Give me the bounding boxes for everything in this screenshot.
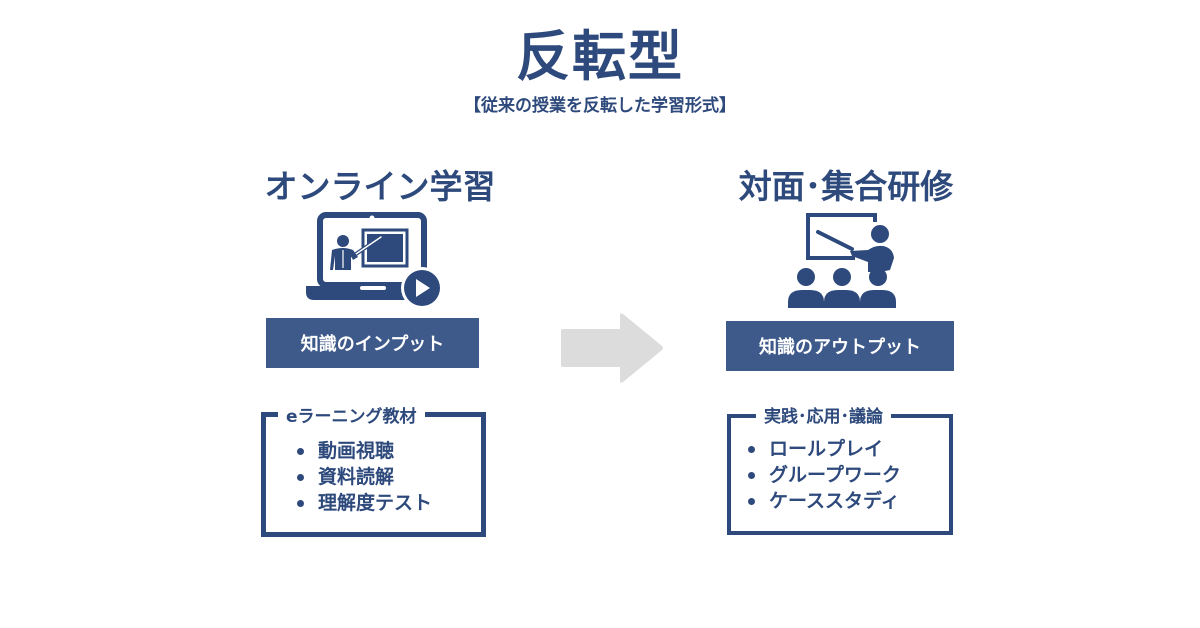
right-arrow-icon [561, 313, 663, 383]
list-item: グループワーク [748, 462, 901, 488]
knowledge-input-text: 知識のインプット [300, 334, 445, 355]
list-item: ケーススタディ [748, 488, 901, 514]
bullet-icon [748, 497, 755, 505]
page-title: 反転型 [516, 25, 684, 88]
bullet-icon [297, 499, 304, 507]
page-subtitle: 【従来の授業を反転した学習形式】 [464, 96, 736, 116]
bullet-icon [297, 473, 304, 481]
bullet-icon [748, 471, 755, 479]
knowledge-output-text: 知識のアウトプット [759, 337, 921, 358]
practice-list: ロールプレイ グループワーク ケーススタディ [748, 436, 901, 514]
list-item: 資料読解 [297, 464, 432, 490]
elearning-list: 動画視聴 資料読解 理解度テスト [297, 438, 432, 516]
laptop-presentation-play-icon [306, 212, 443, 309]
list-item: 理解度テスト [297, 490, 432, 516]
classroom-training-heading: 対面･集合研修 [738, 167, 954, 206]
bullet-icon [297, 447, 304, 455]
classroom-presenter-icon [788, 213, 896, 308]
knowledge-output-label: 知識のアウトプット [726, 321, 954, 371]
bullet-icon [748, 445, 755, 453]
practice-frame-title: 実践･応用･議論 [756, 402, 891, 427]
list-item: ロールプレイ [748, 436, 901, 462]
list-item: 動画視聴 [297, 438, 432, 464]
knowledge-input-label: 知識のインプット [266, 318, 479, 368]
online-learning-heading: オンライン学習 [264, 167, 496, 206]
elearning-frame-title: eラーニング教材 [278, 402, 425, 427]
